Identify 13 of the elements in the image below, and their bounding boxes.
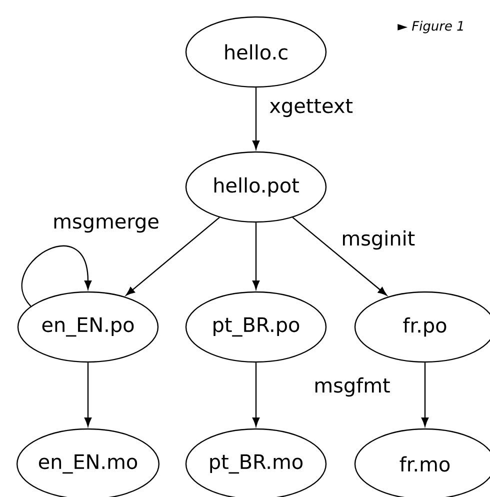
arrow [292, 216, 387, 296]
arrow [252, 362, 260, 426]
arrow [84, 362, 92, 426]
figure-caption: ► Figure 1 [398, 20, 463, 34]
arrow [252, 88, 260, 150]
arrow [421, 362, 429, 426]
arrow [126, 217, 220, 296]
edge-label: msgfmt [312, 376, 392, 398]
arrow [21, 245, 92, 306]
arrow [252, 222, 260, 290]
edge-label: msgmerge [52, 216, 160, 234]
edge-label: msginit [340, 229, 416, 251]
edge-label: xgettext [268, 98, 354, 118]
